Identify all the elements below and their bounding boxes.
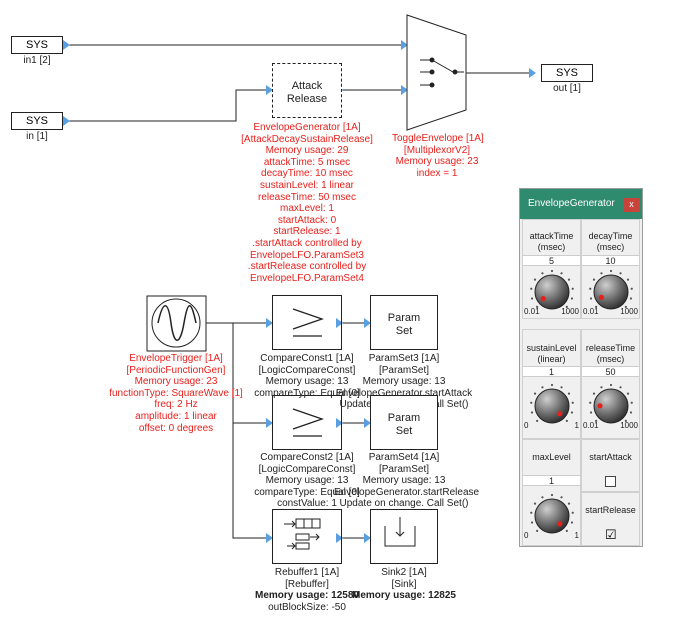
max-level-value[interactable]: 1 bbox=[523, 475, 580, 486]
envelope-generator-panel: EnvelopeGenerator x attackTime (msec) 5 … bbox=[519, 188, 643, 547]
start-attack-checkbox[interactable] bbox=[605, 476, 616, 487]
switch-icon bbox=[420, 57, 464, 88]
decay-time-value[interactable]: 10 bbox=[582, 255, 639, 266]
decay-time-knob[interactable] bbox=[585, 268, 637, 314]
release-time-unit: (msec) bbox=[596, 354, 625, 364]
greater-equal-icon bbox=[292, 308, 324, 437]
compare-const-2-block[interactable] bbox=[272, 395, 342, 450]
decay-time-max: 1000 bbox=[620, 307, 638, 316]
compare-const-2-info: CompareConst2 [1A] [LogicCompareConst] M… bbox=[254, 452, 360, 510]
panel-title: EnvelopeGenerator bbox=[520, 189, 642, 219]
sys-output-caption: out [1] bbox=[553, 83, 581, 94]
envelope-trigger-info: EnvelopeTrigger [1A] [PeriodicFunctionGe… bbox=[109, 353, 243, 434]
attack-time-min: 0.01 bbox=[524, 307, 540, 316]
decay-time-unit: (msec) bbox=[596, 242, 625, 252]
toggle-envelope-block bbox=[406, 14, 467, 131]
max-level-min: 0 bbox=[524, 531, 529, 540]
decay-time-min: 0.01 bbox=[583, 307, 599, 316]
start-release-label: startRelease bbox=[585, 505, 636, 515]
rebuffer-info: Rebuffer1 [1A] [Rebuffer] Memory usage: … bbox=[255, 567, 359, 613]
sustain-level-max: 1 bbox=[574, 421, 579, 430]
release-time-label: releaseTime bbox=[585, 343, 636, 353]
attack-label: Attack bbox=[291, 80, 323, 92]
compare-const-1-block[interactable] bbox=[272, 295, 342, 350]
sustain-level-knob[interactable] bbox=[526, 382, 578, 428]
release-label: Release bbox=[286, 93, 328, 105]
sink-block[interactable] bbox=[370, 509, 438, 564]
sys-input[interactable]: SYS bbox=[11, 112, 63, 130]
decay-time-cell: decayTime (msec) 10 0.01 1000 bbox=[581, 219, 640, 319]
start-release-checkbox[interactable]: ☑ bbox=[605, 527, 617, 542]
release-time-value[interactable]: 50 bbox=[582, 366, 639, 377]
sys-input-caption: in [1] bbox=[26, 131, 48, 142]
rebuffer-icon bbox=[284, 518, 321, 550]
start-attack-label: startAttack bbox=[589, 452, 632, 462]
param-set-label-2: Set bbox=[395, 325, 413, 337]
sustain-level-min: 0 bbox=[524, 421, 529, 430]
attack-release-block[interactable]: Attack Release bbox=[272, 63, 342, 118]
attack-time-knob[interactable] bbox=[526, 268, 578, 314]
sustain-level-value[interactable]: 1 bbox=[523, 366, 580, 377]
max-level-cell: maxLevel 1 0 1 bbox=[522, 439, 581, 546]
sustain-level-label: sustainLevel bbox=[526, 343, 577, 353]
param-set-4-block[interactable]: Param Set bbox=[370, 395, 438, 450]
sys-input-1[interactable]: SYS bbox=[11, 36, 63, 54]
sustain-level-unit: (linear) bbox=[537, 354, 566, 364]
sine-wave-icon bbox=[157, 305, 197, 341]
envelope-generator-info: EnvelopeGenerator [1A] [AttackDecaySusta… bbox=[241, 122, 373, 284]
sustain-level-cell: sustainLevel (linear) 1 0 1 bbox=[522, 329, 581, 439]
toggle-envelope-info: ToggleEnvelope [1A] [MultiplexorV2] Memo… bbox=[392, 133, 484, 179]
param-set-4-info: ParamSet4 [1A] [ParamSet] Memory usage: … bbox=[334, 452, 480, 510]
release-time-knob[interactable] bbox=[585, 382, 637, 428]
decay-time-label: decayTime bbox=[588, 231, 633, 241]
max-level-knob[interactable] bbox=[526, 492, 578, 538]
release-time-cell: releaseTime (msec) 50 0.01 1000 bbox=[581, 329, 640, 439]
max-level-label: maxLevel bbox=[532, 452, 571, 462]
param-set-label: Param bbox=[387, 312, 421, 324]
rebuffer-block[interactable] bbox=[272, 509, 342, 564]
compare-const-1-info: CompareConst1 [1A] [LogicCompareConst] M… bbox=[254, 353, 360, 399]
envelope-trigger-block bbox=[146, 295, 207, 352]
attack-time-max: 1000 bbox=[561, 307, 579, 316]
attack-time-value[interactable]: 5 bbox=[523, 255, 580, 266]
start-release-cell: startRelease ☑ bbox=[581, 492, 640, 546]
param-set-4-label-2: Set bbox=[395, 425, 413, 437]
max-level-max: 1 bbox=[574, 531, 579, 540]
sys-input-1-caption: in1 [2] bbox=[23, 55, 51, 66]
sink-info: Sink2 [1A] [Sink] Memory usage: 12825 bbox=[352, 567, 456, 602]
release-time-min: 0.01 bbox=[583, 421, 599, 430]
param-set-3-block[interactable]: Param Set bbox=[370, 295, 438, 350]
sink-icon bbox=[384, 517, 416, 547]
attack-time-label: attackTime bbox=[529, 231, 574, 241]
sys-output[interactable]: SYS bbox=[541, 64, 593, 82]
param-set-4-label: Param bbox=[387, 412, 421, 424]
attack-time-unit: (msec) bbox=[537, 242, 566, 252]
close-button[interactable]: x bbox=[624, 198, 639, 212]
release-time-max: 1000 bbox=[620, 421, 638, 430]
attack-time-cell: attackTime (msec) 5 0.01 1000 bbox=[522, 219, 581, 319]
start-attack-cell: startAttack bbox=[581, 439, 640, 492]
